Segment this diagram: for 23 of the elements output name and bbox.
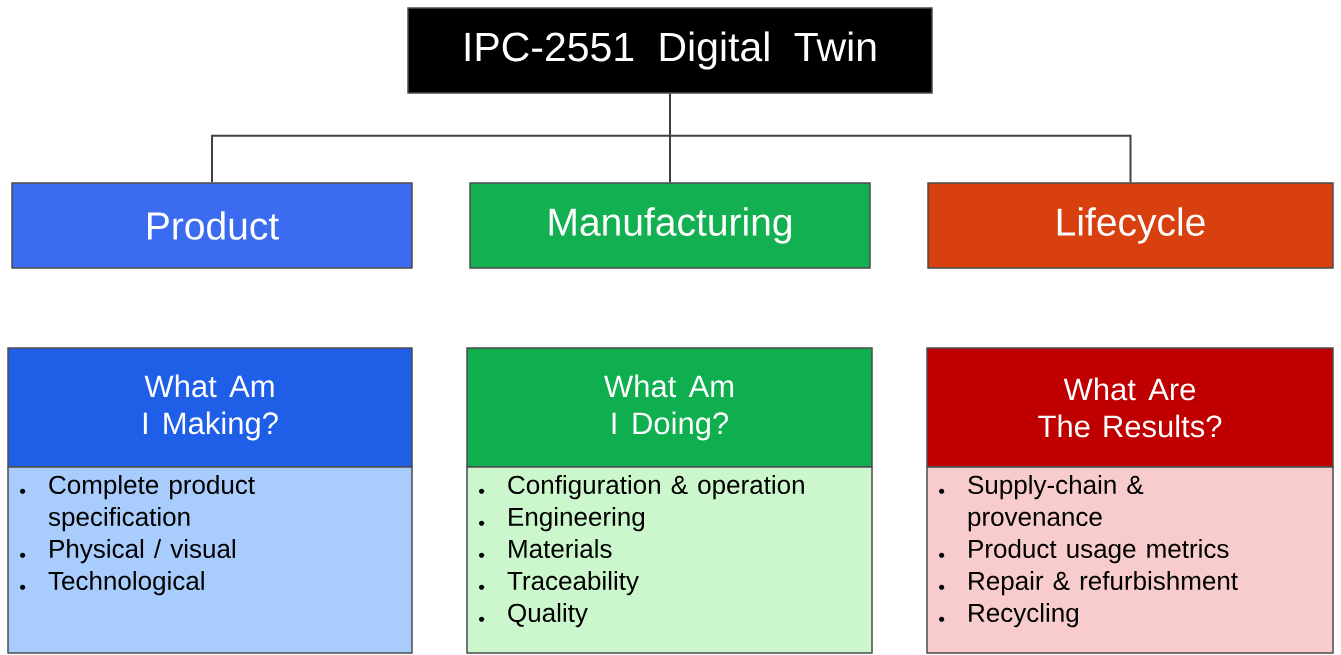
category-box: Product: [11, 182, 413, 269]
panel-header: What Are The Results?: [926, 347, 1334, 468]
bullet-item: Product usage metrics: [939, 539, 1229, 564]
bullet-item: Repair & refurbishment: [939, 571, 1238, 596]
bullet-item: Materials: [479, 539, 612, 559]
panel-header: What Am I Making?: [7, 347, 413, 468]
bullet-item: Complete product specification: [20, 475, 255, 532]
category-box: Lifecycle: [927, 182, 1334, 269]
title-box: IPC-2551 Digital Twin: [407, 7, 933, 94]
bullet-list-box: [466, 466, 873, 654]
category-box: Manufacturing: [469, 182, 871, 269]
bullet-item: Quality: [479, 603, 588, 628]
bullet-item: Technological: [20, 571, 204, 596]
bullet-item: Engineering: [479, 507, 645, 532]
panel-header: What Am I Doing?: [466, 347, 873, 468]
bullet-item: Physical / visual: [20, 539, 235, 564]
connector-line: [669, 92, 1132, 184]
bullet-list-box: [7, 466, 413, 654]
bullet-list-box: [926, 466, 1334, 654]
bullet-item: Supply-chain & provenance: [939, 475, 1144, 532]
bullet-item: Traceability: [479, 571, 639, 596]
bullet-item: Recycling: [939, 603, 1078, 628]
bullet-item: Configuration & operation: [479, 475, 804, 500]
